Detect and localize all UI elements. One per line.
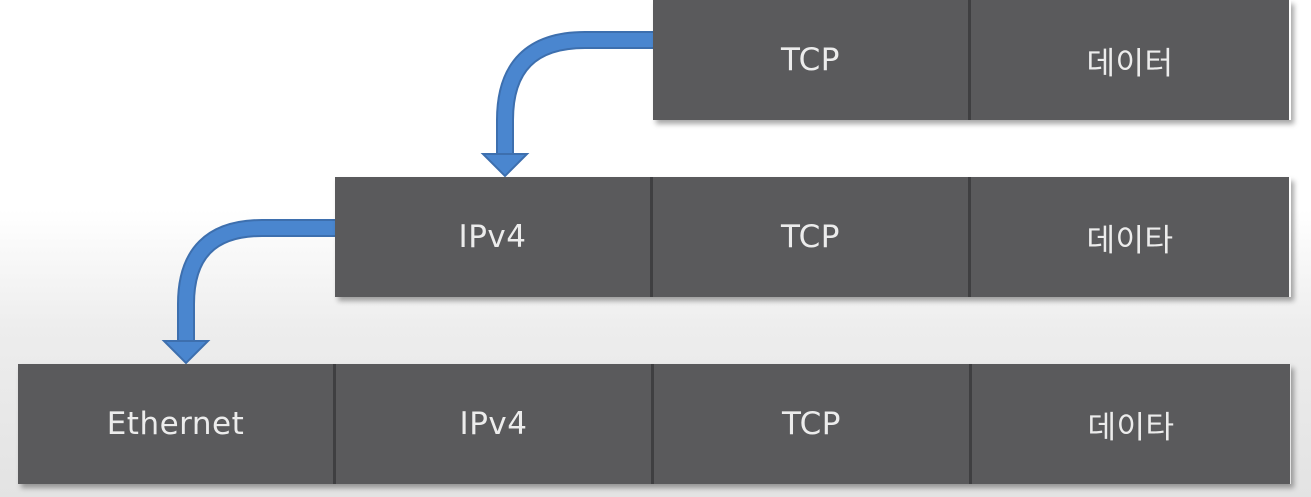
ethernet-header-block: Ethernet	[18, 364, 336, 484]
data-payload-block: 데이타	[971, 177, 1289, 297]
tcp-header-block: TCP	[653, 177, 971, 297]
ipv4-header-block: IPv4	[336, 364, 654, 484]
ip-packet-row: IPv4 TCP 데이타	[335, 177, 1291, 297]
ethernet-frame-row: Ethernet IPv4 TCP 데이타	[18, 364, 1291, 484]
arrow-tcp-to-ip	[480, 31, 653, 178]
tcp-header-block: TCP	[653, 0, 971, 120]
data-payload-block: 데이타	[972, 364, 1290, 484]
tcp-segment-row: TCP 데이터	[653, 0, 1291, 120]
ipv4-header-block: IPv4	[335, 177, 653, 297]
tcp-header-block: TCP	[654, 364, 972, 484]
data-payload-block: 데이터	[971, 0, 1289, 120]
arrow-ip-to-ethernet	[161, 219, 335, 365]
